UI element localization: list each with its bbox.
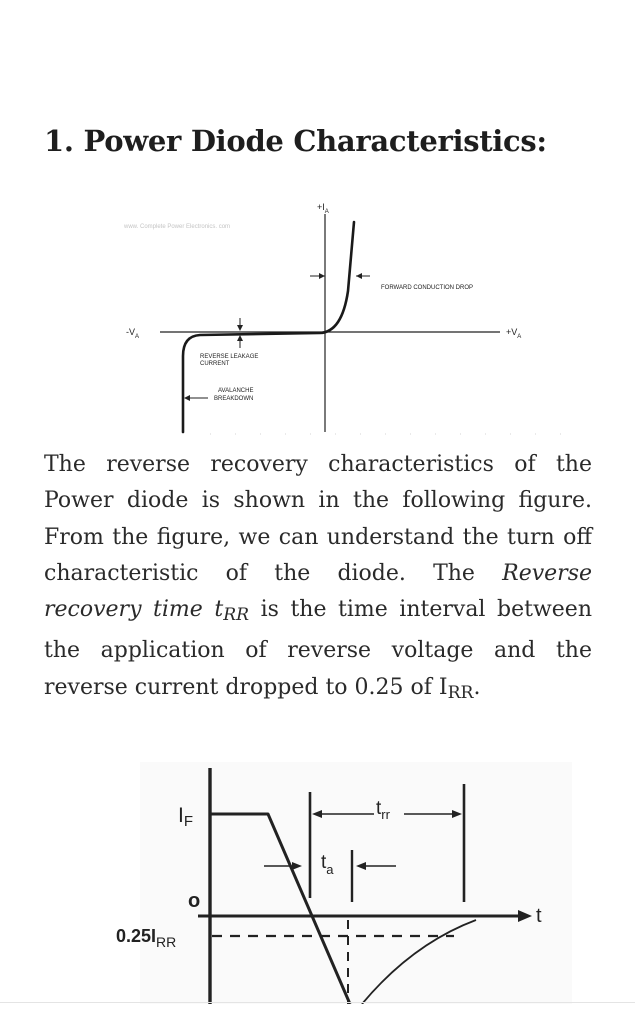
trr-label: trr <box>376 798 391 822</box>
arrow-left-icon <box>184 395 190 401</box>
axis-label-plus-va: +VA <box>506 327 521 340</box>
axis-label-plus-ia: +IA <box>317 202 329 215</box>
arrow-left-icon <box>356 862 366 870</box>
figure-watermark: www. Complete Power Electronics. com <box>123 224 230 230</box>
arrow-left-icon <box>312 810 322 818</box>
avalanche-label-line2: BREAKDOWN <box>214 396 253 402</box>
leakage-label-line1: REVERSE LEAKAGE <box>200 354 258 360</box>
quarter-irr-label: 0.25IRR <box>116 926 176 950</box>
arrow-down-icon <box>237 325 243 331</box>
leakage-label-line2: CURRENT <box>200 361 230 367</box>
if-label: IF <box>178 804 193 830</box>
recovery-current-curve <box>210 812 352 1004</box>
time-label: t <box>536 905 542 927</box>
arrow-right-icon <box>292 862 302 870</box>
arrow-right-icon <box>452 810 462 818</box>
arrow-right-icon <box>319 273 325 279</box>
body-paragraph: The reverse recovery characteristics of … <box>44 452 592 703</box>
page-divider <box>0 1002 635 1003</box>
irr-subscript: RR <box>447 682 474 703</box>
reverse-recovery-term: Reverse recovery time <box>44 560 592 623</box>
axis-label-minus-va: -VA <box>126 327 139 340</box>
section-heading: 1. Power Diode Characteristics: <box>44 124 547 158</box>
diode-characteristic-figure: www. Complete Power Electronics. com +IA… <box>123 202 570 435</box>
trr-symbol: tRR <box>214 597 250 625</box>
reverse-recovery-figure: trr ta IF o t 0.25IRR <box>116 762 572 1004</box>
forward-drop-label: FORWARD CONDUCTION DROP <box>381 285 473 291</box>
arrow-left-icon <box>356 273 362 279</box>
zero-label: o <box>188 890 200 912</box>
recovery-tail-curve <box>361 919 477 1004</box>
ta-label: ta <box>321 852 334 877</box>
avalanche-label-line1: AVALANCHE <box>218 388 253 394</box>
arrow-up-icon <box>237 335 243 341</box>
iv-characteristic-curve <box>181 220 356 434</box>
time-axis-arrow-icon <box>518 910 532 922</box>
